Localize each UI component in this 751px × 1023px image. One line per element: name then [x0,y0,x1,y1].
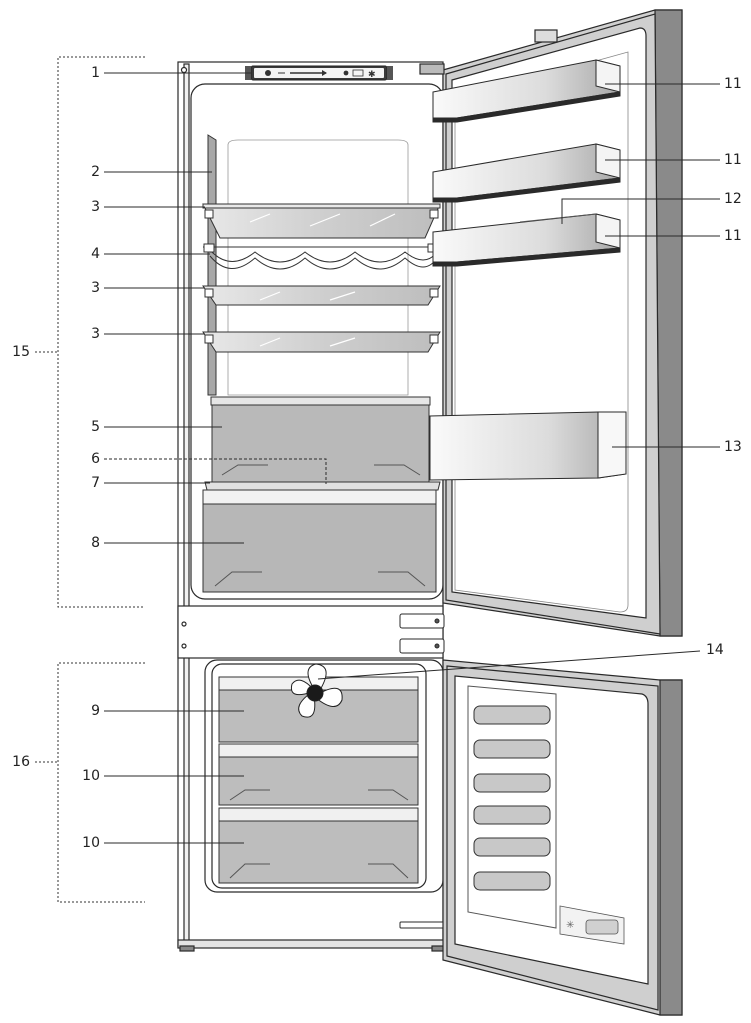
zone-brackets [35,56,145,903]
egg-tray-edge [519,213,597,223]
callout-7: 7 [91,475,100,491]
power-icon [265,70,271,76]
foot-left [179,945,195,952]
top-screw [180,66,188,74]
cabinet-base [177,939,447,949]
callout-13: 13 [724,439,742,455]
callout-6: 6 [91,451,100,467]
shelf-rail [207,134,217,396]
door-bin-2 [432,143,621,203]
callout-11c: 11 [724,228,742,244]
callout-9: 9 [91,703,100,719]
leader-6 [104,458,327,484]
glass-shelf-2 [202,285,441,306]
compartment-divider [177,605,444,659]
callout-15: 15 [12,344,30,360]
callout-14: 14 [706,642,724,658]
callout-3b: 3 [91,280,100,296]
cabinet-side-inner [183,63,190,945]
callout-3a: 3 [91,199,100,215]
hinge-screw-2 [181,643,187,649]
hinge-screw-1 [181,621,187,627]
callout-16: 16 [12,754,30,770]
door-bin-1 [432,59,621,123]
snowflake-icon: ✱ [368,70,376,80]
leader-lines [104,72,720,844]
callout-8: 8 [91,535,100,551]
freezer-drawer-3 [218,807,419,884]
glass-shelf-1 [202,203,441,239]
callout-10a: 10 [82,768,100,784]
fan-icon [290,663,343,718]
glass-shelf-3 [202,331,441,353]
crisper-lower [202,489,437,593]
callout-10b: 10 [82,835,100,851]
crisper-cover-glass [204,481,441,491]
crisper-upper [210,396,431,483]
snowflake-icon: ✳ [566,920,574,931]
callout-11a: 11 [724,76,742,92]
knob-icon [343,70,349,76]
fridge-back-wall [227,139,409,396]
leader-14 [317,650,701,680]
leader-12 [561,198,720,224]
freezer-door: ✳ [442,659,683,1016]
door-bin-3 [432,213,621,267]
door-bottle-bin [429,411,627,481]
door-hinges [399,613,445,929]
freezer-drawer-2 [218,743,419,806]
callout-5: 5 [91,419,100,435]
control-panel: ✱ [245,65,393,81]
callout-3c: 3 [91,326,100,342]
callout-2: 2 [91,164,100,180]
callout-11b: 11 [724,152,742,168]
bracket-16 [57,662,145,903]
callout-4: 4 [91,246,100,262]
callout-12: 12 [724,191,742,207]
callout-1: 1 [91,65,100,81]
bracket-15 [57,56,145,608]
